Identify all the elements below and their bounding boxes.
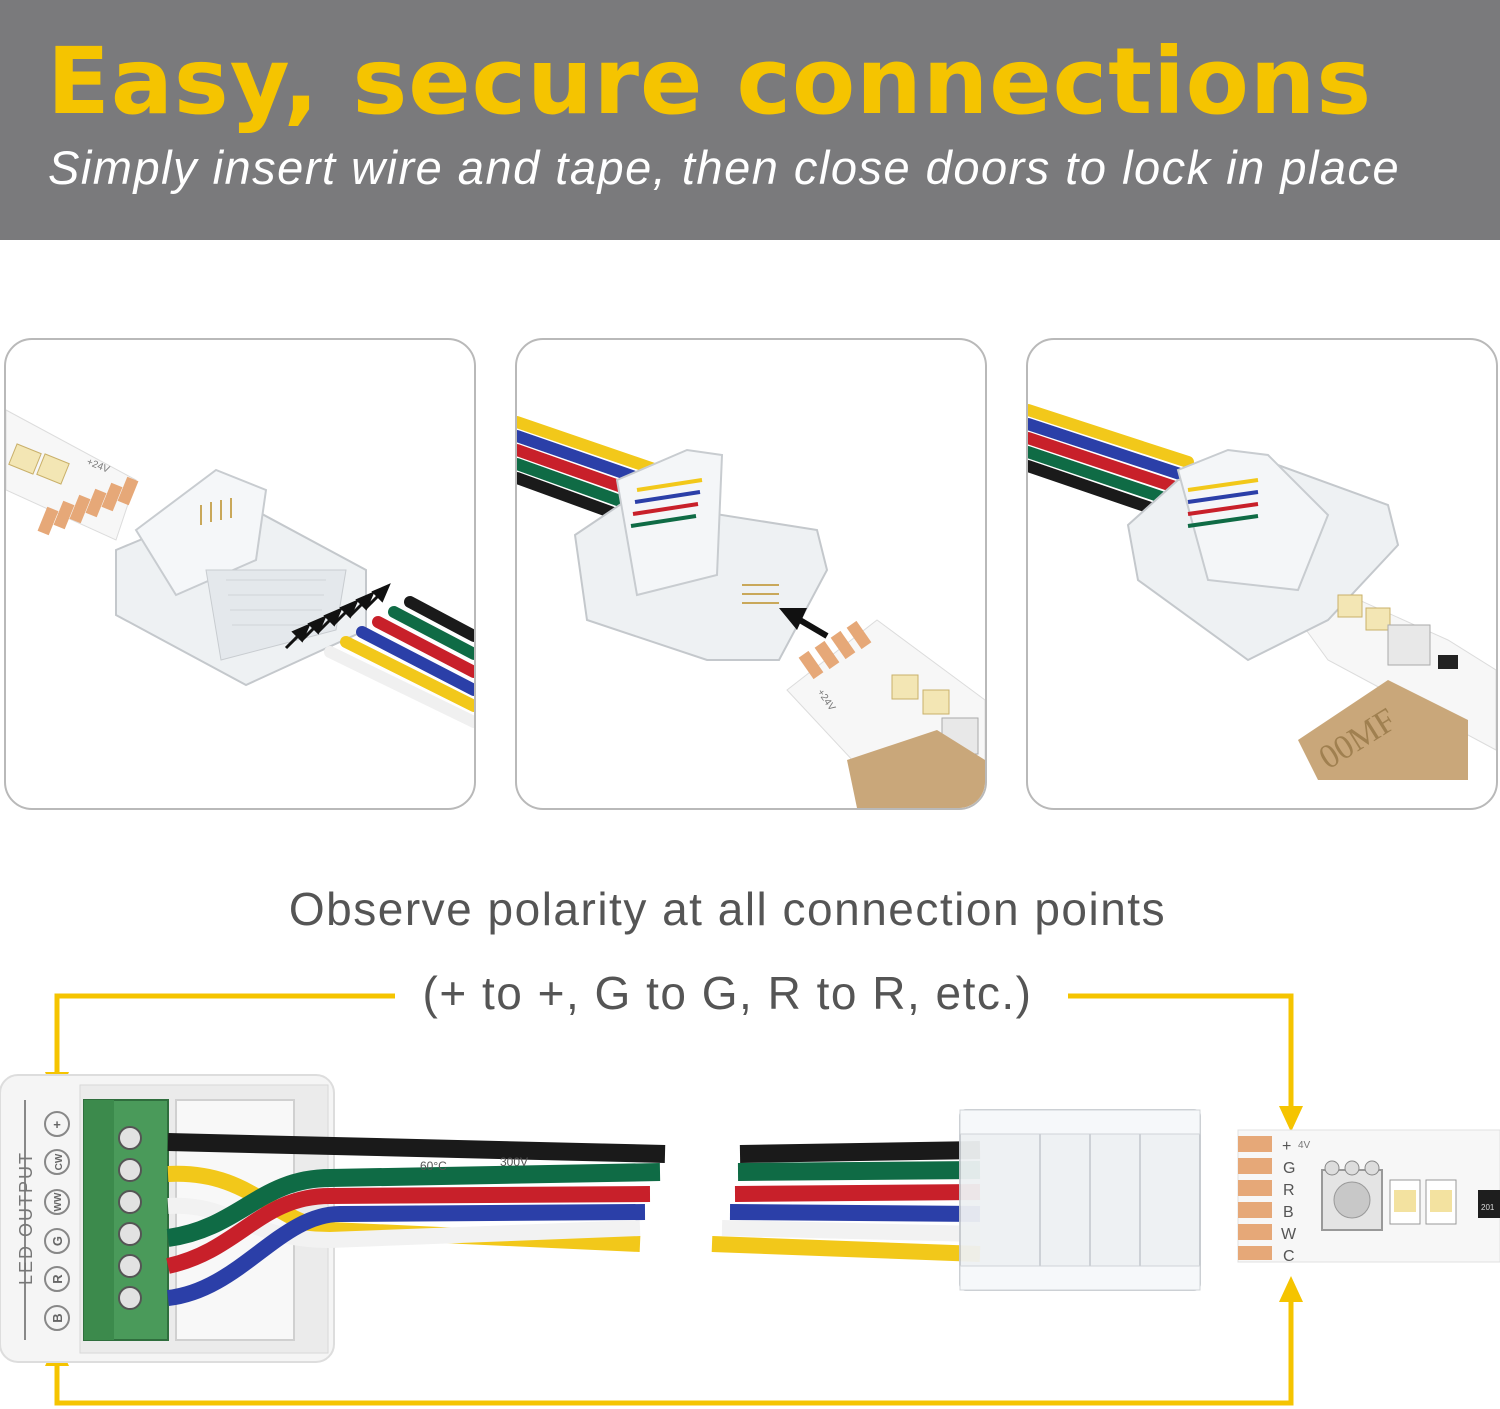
led-strip-end: + G R B W C 4V 201: [1237, 1129, 1500, 1265]
clear-connector: [1126, 448, 1400, 662]
step-1-illustration: +24V: [6, 409, 474, 728]
bundle-wires: [324, 596, 474, 728]
page-title: Easy, secure connections: [47, 28, 1373, 135]
header-banner: Easy, secure connections Simply insert w…: [0, 0, 1500, 240]
led-chip: [891, 674, 919, 700]
terminal-label-r: R: [50, 1274, 65, 1284]
controller-terminal-labels: + CW WW G R B: [44, 1111, 70, 1331]
led-chip: [36, 453, 70, 485]
step-3-illustration: 00MF: [1028, 404, 1496, 780]
channel-label-b: B: [1283, 1204, 1294, 1221]
clear-connector-side: [959, 1109, 1201, 1291]
strip-channel-labels: + G R B W C: [1281, 1138, 1297, 1265]
step-1-panel: +24V: [4, 338, 476, 810]
resistor: [1438, 655, 1458, 669]
terminal-label-cw: CW: [54, 1153, 65, 1170]
led-chip: [922, 689, 950, 715]
copper-pads: [1238, 1136, 1272, 1260]
step-2-panel: +24V: [515, 338, 987, 810]
resistor: [1478, 1190, 1500, 1218]
polarity-note-line1: Observe polarity at all connection point…: [288, 883, 1167, 935]
step-2-illustration: +24V: [517, 416, 985, 808]
terminal-label-g: G: [50, 1236, 65, 1246]
insert-arrows: [284, 583, 391, 650]
led-chip: [1365, 607, 1391, 631]
copper-pads: [798, 620, 872, 680]
page-subtitle: Simply insert wire and tape, then close …: [48, 141, 1401, 194]
channel-label-plus: +: [1282, 1138, 1291, 1155]
terminal-label-ww: WW: [53, 1192, 64, 1211]
wire-marking: 300V: [500, 1155, 528, 1169]
channel-label-c: C: [1283, 1248, 1295, 1265]
resistor-code: 201: [1481, 1203, 1495, 1212]
terminal-label-b: B: [50, 1313, 65, 1322]
insert-arrow: [779, 608, 829, 639]
polarity-wiring-diagram: LED OUTPUT + CW WW G R B: [0, 993, 1500, 1406]
extension-wires-right: [711, 1141, 981, 1262]
wire-marking: 60°C: [420, 1159, 447, 1173]
channel-label-r: R: [1283, 1182, 1295, 1199]
terminal-block: [83, 1099, 169, 1341]
strip-voltage-mark: 4V: [1298, 1140, 1311, 1151]
polarity-note-line2: (+ to +, G to G, R to R, etc.): [422, 967, 1033, 1019]
polarity-arrows: [54, 993, 1294, 1406]
led-chip: [1337, 594, 1363, 618]
rgb-chip: [1387, 624, 1431, 666]
led-chip: [8, 443, 42, 475]
clear-connector: [573, 448, 829, 661]
extension-wires-left: 60°C 300V: [166, 1133, 666, 1306]
terminal-label-plus: +: [53, 1117, 61, 1132]
channel-label-w: W: [1281, 1226, 1297, 1243]
channel-label-g: G: [1283, 1160, 1295, 1177]
controller-label: LED OUTPUT: [16, 1151, 36, 1285]
copper-pads: [37, 476, 139, 536]
step-3-panel: 00MF: [1026, 338, 1498, 810]
